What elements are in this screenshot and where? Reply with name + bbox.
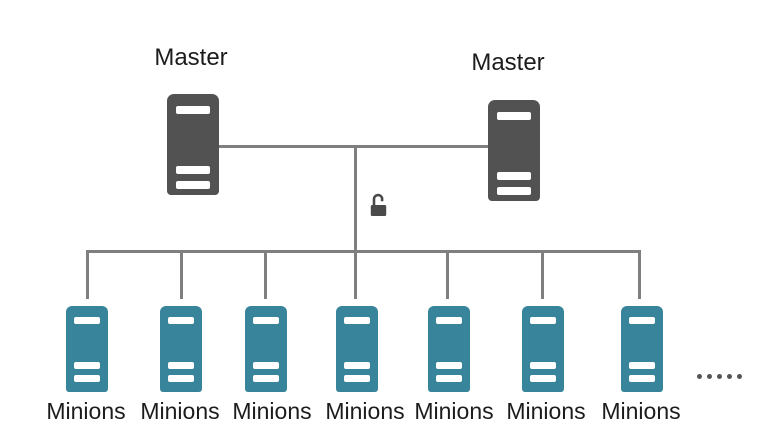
- server-slot: [74, 375, 100, 382]
- minion-server-icon: [336, 306, 378, 392]
- minion-label: Minions: [232, 398, 312, 424]
- minion-label: Minions: [601, 398, 681, 424]
- minion-drop-line: [86, 250, 89, 299]
- minion-drop-line: [446, 250, 449, 299]
- server-slot: [436, 317, 462, 324]
- minion-label: Minions: [46, 398, 126, 424]
- ellipsis-dot: [707, 374, 712, 379]
- ellipsis-dot: [727, 374, 732, 379]
- more-minions-ellipsis-icon: [697, 374, 742, 379]
- minion-bus-line: [87, 250, 641, 253]
- minion-server-icon: [66, 306, 108, 392]
- server-slot: [176, 181, 210, 189]
- trunk-vertical-line: [354, 145, 357, 299]
- master-label: Master: [471, 49, 545, 76]
- server-slot: [436, 362, 462, 369]
- minion-server-icon: [160, 306, 202, 392]
- master-server-icon: [488, 100, 540, 201]
- minion-server-icon: [428, 306, 470, 392]
- server-slot: [629, 375, 655, 382]
- minion-server-icon: [621, 306, 663, 392]
- ellipsis-dot: [697, 374, 702, 379]
- server-slot: [253, 317, 279, 324]
- minion-label: Minions: [414, 398, 494, 424]
- server-slot: [530, 317, 556, 324]
- master-label: Master: [154, 44, 228, 71]
- minion-label: Minions: [325, 398, 405, 424]
- server-slot: [436, 375, 462, 382]
- master-server-icon: [167, 94, 219, 195]
- server-slot: [168, 375, 194, 382]
- server-slot: [176, 166, 210, 174]
- minion-drop-line: [541, 250, 544, 299]
- open-padlock-icon: [370, 193, 387, 216]
- ellipsis-dot: [717, 374, 722, 379]
- server-slot: [497, 172, 531, 180]
- server-slot: [74, 317, 100, 324]
- server-slot: [176, 106, 210, 114]
- server-slot: [629, 362, 655, 369]
- server-slot: [168, 317, 194, 324]
- minion-server-icon: [245, 306, 287, 392]
- server-slot: [344, 317, 370, 324]
- server-slot: [629, 317, 655, 324]
- server-slot: [253, 362, 279, 369]
- server-slot: [497, 187, 531, 195]
- minion-label: Minions: [506, 398, 586, 424]
- minion-drop-line: [638, 250, 641, 299]
- minion-label: Minions: [140, 398, 220, 424]
- server-slot: [74, 362, 100, 369]
- minion-drop-line: [180, 250, 183, 299]
- server-slot: [168, 362, 194, 369]
- server-slot: [344, 362, 370, 369]
- server-slot: [253, 375, 279, 382]
- ellipsis-dot: [737, 374, 742, 379]
- server-slot: [344, 375, 370, 382]
- server-slot: [530, 362, 556, 369]
- server-slot: [497, 112, 531, 120]
- minion-server-icon: [522, 306, 564, 392]
- server-slot: [530, 375, 556, 382]
- minion-drop-line: [264, 250, 267, 299]
